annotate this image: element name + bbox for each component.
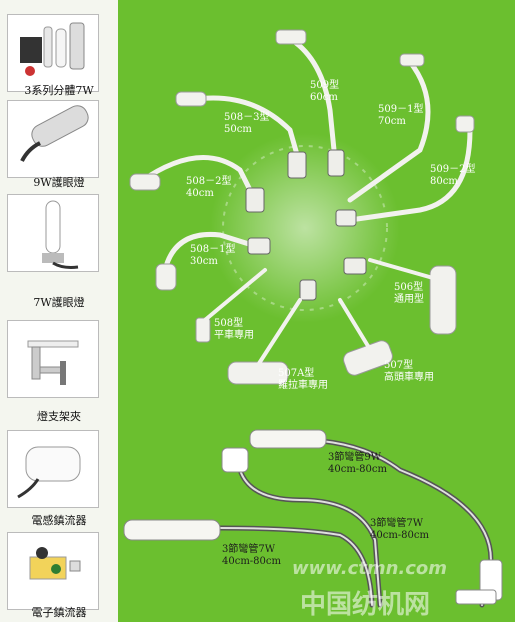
arm-509-2	[347, 127, 473, 223]
bent-lamp-head-9w	[249, 429, 327, 449]
label-508-2: 508－2型 40cm	[186, 176, 231, 200]
bent-lamp-head-7w	[123, 519, 221, 541]
lamp-model: 507型	[384, 360, 414, 371]
lamp-size: 80cm	[430, 176, 458, 187]
lamp-model: 509－1型	[378, 104, 424, 115]
lamp-model: 508－2型	[186, 176, 232, 187]
sidebar-item-label: 電子鎮流器	[31, 606, 87, 619]
lamp-size: 60cm	[310, 92, 338, 103]
lamp-head-508-2	[129, 173, 161, 191]
label-508-3: 508－3型 50cm	[224, 112, 269, 136]
lamp-size: 70cm	[378, 116, 406, 127]
lamp-head-508-3	[175, 91, 207, 107]
lamp-model: 509型	[310, 80, 340, 91]
thumb-electronic-ballast[interactable]	[7, 532, 99, 610]
arm-508-2	[137, 155, 258, 203]
lamp-model: 3節彎管7W	[370, 518, 424, 529]
arm-508-1	[162, 231, 265, 273]
lamp-model: 3節彎管7W	[222, 544, 276, 555]
lamp-size: 30cm	[190, 256, 218, 267]
lamp-size: 40cm-80cm	[222, 556, 281, 567]
lamp-head-508-1	[155, 263, 177, 291]
lamp-model: 508型	[214, 318, 244, 329]
lamp-size: 50cm	[224, 124, 252, 135]
inductive-ballast-icon	[17, 446, 81, 499]
label-509-1: 509－1型 70cm	[378, 104, 423, 128]
lamp-head-508	[195, 317, 211, 343]
arm-509-1	[347, 59, 431, 203]
sidebar-item-label: 燈支架夾	[37, 410, 81, 423]
lamp-size: 高頭車專用	[384, 372, 434, 383]
label-506: 506型 通用型	[394, 282, 424, 306]
sidebar-item-label: 3系列分體7W	[24, 84, 94, 97]
watermark-cn: 中国纺机网	[300, 590, 431, 620]
lamp-head-509-2	[455, 115, 475, 133]
sidebar-item-label: 9W護眼燈	[33, 176, 85, 189]
label-507a: 507A型 羅拉車專用	[278, 368, 328, 392]
lamp-model: 507A型	[278, 368, 315, 379]
label-508-1: 508－1型 30cm	[190, 244, 235, 268]
eye-protection-lamp-icon	[20, 105, 89, 162]
thumb-bracket-clamp[interactable]	[7, 320, 99, 398]
label-bent-9w: 3節彎管9W 40cm-80cm	[328, 452, 387, 476]
lamp-model: 508－1型	[190, 244, 236, 255]
sidebar-item-label: 7W護眼燈	[33, 296, 85, 309]
lamp-head-507	[343, 340, 393, 376]
lamp-kit-icon	[20, 22, 85, 76]
label-509-2: 509－2型 80cm	[430, 164, 475, 188]
thumb-inductive-ballast[interactable]	[7, 430, 99, 508]
lamp-head-506	[429, 265, 457, 335]
label-bent-7w-a: 3節彎管7W 40cm-80cm	[370, 518, 429, 542]
lamp-size: 40cm-80cm	[370, 530, 429, 541]
arm-509	[289, 37, 338, 163]
label-508: 508型 平車專用	[214, 318, 254, 342]
electronic-ballast-icon	[29, 547, 81, 580]
lamp-size: 40cm-80cm	[328, 464, 387, 475]
watermark-url: www.ctmn.com	[292, 558, 448, 579]
product-sidebar: 3系列分體7W 9W護眼燈 7W護眼燈 燈支架夾	[0, 0, 118, 622]
label-507: 507型 高頭車專用	[384, 360, 434, 384]
lamp-bracket-clamp-icon	[27, 340, 79, 385]
lamp-size: 40cm	[186, 188, 214, 199]
lamp-size: 通用型	[394, 294, 424, 305]
lamp-head-509	[275, 29, 307, 45]
lamp-model: 508－3型	[224, 112, 270, 123]
tube-lamp-icon	[42, 200, 79, 269]
label-509: 509型 60cm	[310, 80, 339, 104]
sidebar-item-label: 電感鎮流器	[31, 514, 87, 527]
lamp-model: 3節彎管9W	[328, 452, 382, 463]
lamp-size: 羅拉車專用	[278, 380, 328, 391]
lamp-model: 506型	[394, 282, 424, 293]
lamp-model: 509－2型	[430, 164, 476, 175]
lamp-head-509-1	[399, 53, 425, 67]
thumb-7w-lamp[interactable]	[7, 194, 99, 272]
lamp-size: 平車專用	[214, 330, 254, 341]
thumb-9w-lamp[interactable]	[7, 100, 99, 178]
label-bent-7w-b: 3節彎管7W 40cm-80cm	[222, 544, 281, 568]
thumb-3-series-kit[interactable]	[7, 14, 99, 92]
